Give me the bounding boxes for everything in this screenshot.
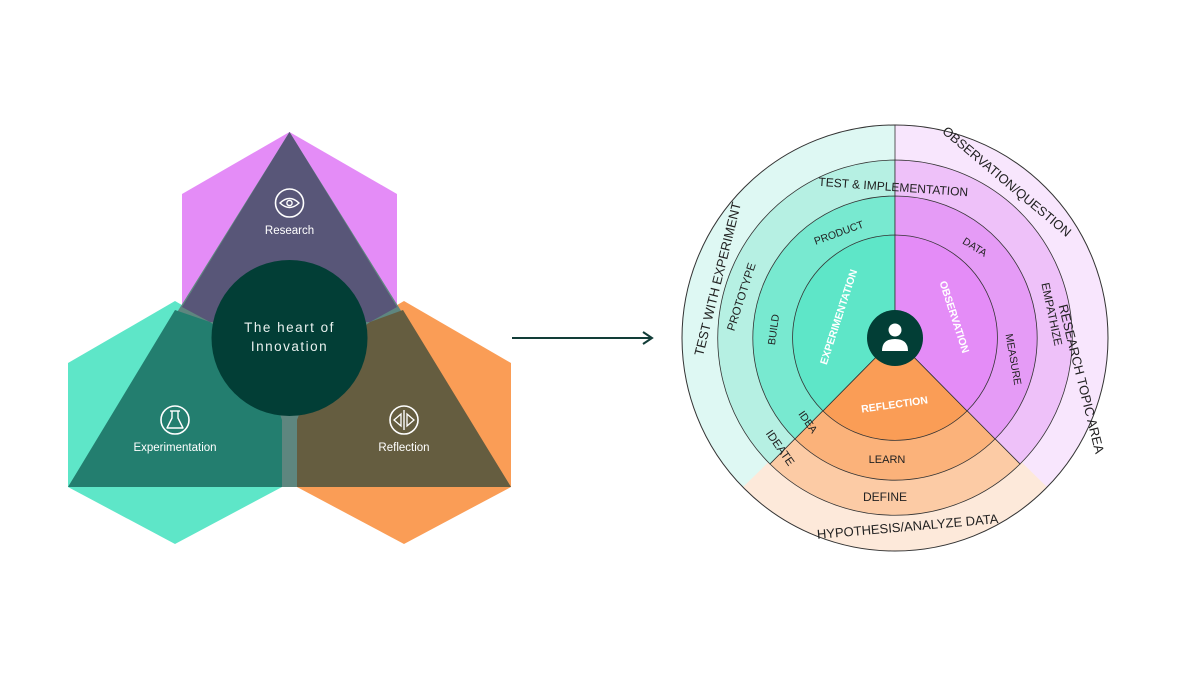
- mirror-reflection-icon: [389, 405, 419, 435]
- wheel-center: [867, 310, 923, 366]
- inner-observation: [894, 234, 998, 412]
- innovation-wheel: EXPERIMENTATION OBSERVATION REFLECTION P…: [681, 123, 1109, 552]
- eye-icon: [274, 188, 305, 218]
- flask-icon: [160, 405, 190, 435]
- person-icon: [882, 323, 908, 351]
- arrow-right-icon: [512, 331, 654, 345]
- experimentation-label: Experimentation: [133, 442, 216, 454]
- center-title-line2: Innovation: [251, 339, 328, 354]
- inner-experimentation: [792, 234, 896, 412]
- inner-reflection: [822, 337, 968, 441]
- reflection-label: Reflection: [378, 442, 429, 454]
- center-title-line1: The heart of: [244, 320, 335, 335]
- ring2-build-label: BUILD: [766, 313, 782, 346]
- research-label: Research: [265, 225, 314, 237]
- innovation-center-circle: [211, 260, 368, 416]
- ring3-define-label: DEFINE: [863, 490, 907, 504]
- research-sector: [182, 132, 397, 322]
- innovation-triad-diagram: The heart of Innovation Research Experim…: [68, 132, 511, 544]
- ring2-learn-label: LEARN: [869, 454, 906, 466]
